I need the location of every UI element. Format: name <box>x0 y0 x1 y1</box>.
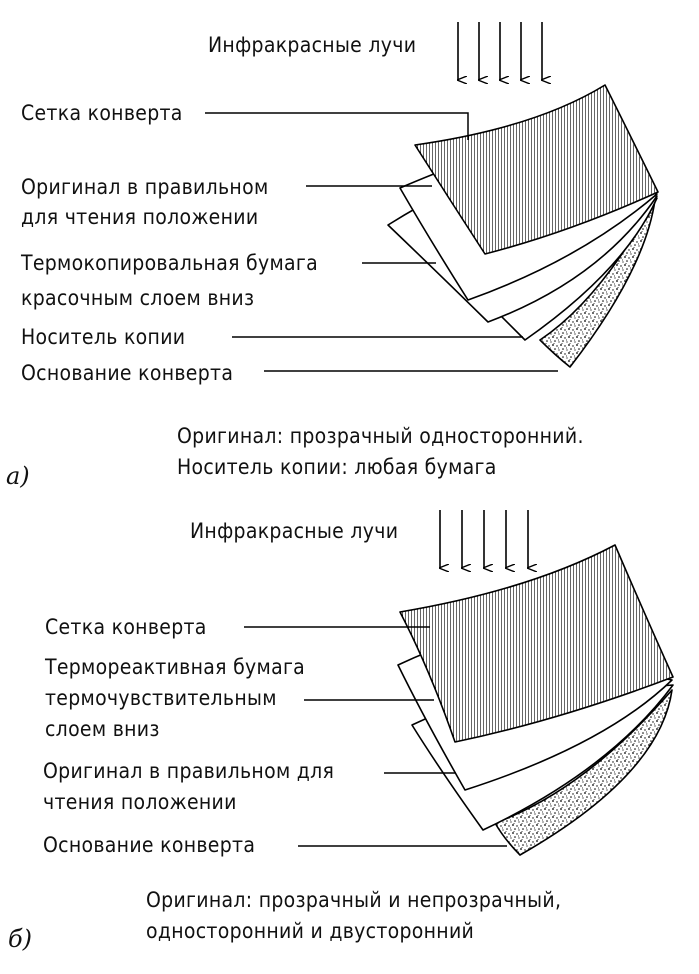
panel-b-label-thermo-line3: слоем вниз <box>45 717 160 741</box>
panel-a-rays <box>458 22 542 80</box>
panel-b-label-base: Основание конверта <box>43 833 256 857</box>
panel-b-label-grid: Сетка конверта <box>45 615 207 639</box>
panel-a-leaders <box>205 112 558 372</box>
panel-a-caption-line1: Оригинал: прозрачный односторонний. <box>177 424 584 448</box>
panel-a-label-base: Основание конверта <box>21 361 234 385</box>
panel-b-label-original-line2: чтения положении <box>43 790 237 814</box>
panel-b-label-thermo-line2: термочувствительным <box>45 686 277 710</box>
panel-a-caption-line2: Носитель копии: любая бумага <box>177 455 497 479</box>
panel-a-stack <box>387 84 659 368</box>
panel-b-stack <box>397 544 674 856</box>
panel-a-label-original-line1: Оригинал в правильном <box>21 175 269 199</box>
panel-b-leaders <box>244 626 507 847</box>
panel-b-label-thermo-line1: Термореактивная бумага <box>45 655 306 679</box>
panel-b-caption-line1: Оригинал: прозрачный и непрозрачный, <box>146 888 562 912</box>
panel-a-label-thermo-line2: красочным слоем вниз <box>21 286 255 310</box>
panel-b-label-original-line1: Оригинал в правильном для <box>43 759 335 783</box>
panel-a-label-original-line2: для чтения положении <box>21 205 259 229</box>
panel-a-rays-label: Инфракрасные лучи <box>208 33 417 57</box>
panel-a-label-grid: Сетка конверта <box>21 101 183 125</box>
panel-b-rays-label: Инфракрасные лучи <box>190 519 399 543</box>
panel-b-caption-line2: односторонний и двусторонний <box>146 919 475 943</box>
panel-a-label-thermo-line1: Термокопировальная бумага <box>21 251 318 275</box>
panel-a-label-carrier: Носитель копии <box>21 325 186 349</box>
panel-b-letter: б) <box>8 925 33 953</box>
panel-a-letter: а) <box>6 462 30 490</box>
panel-b-rays <box>440 510 528 568</box>
